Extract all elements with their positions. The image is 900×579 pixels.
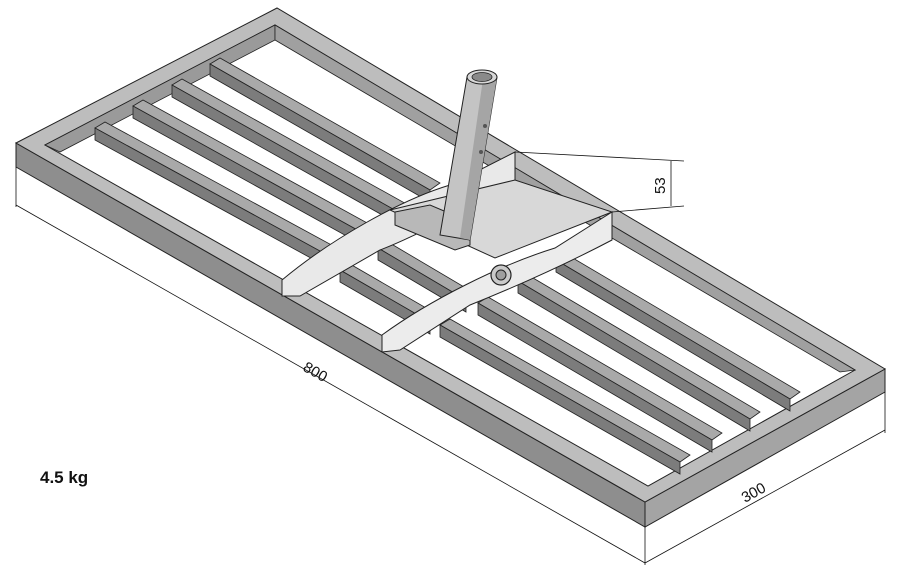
bolt-icon (490, 264, 512, 286)
dimension-height-label: 53 (652, 177, 669, 194)
handle-tube (439, 69, 498, 241)
slats-left (94, 57, 441, 275)
dimension-width-label: 300 (739, 479, 769, 506)
dimension-length (15, 167, 646, 565)
dimension-width (644, 392, 886, 564)
slats-right (439, 253, 801, 475)
frame-rim (14, 7, 887, 503)
dimension-length-label: 800 (300, 359, 330, 386)
dimension-height (514, 151, 685, 213)
weight-label: 4.5 kg (40, 468, 89, 487)
